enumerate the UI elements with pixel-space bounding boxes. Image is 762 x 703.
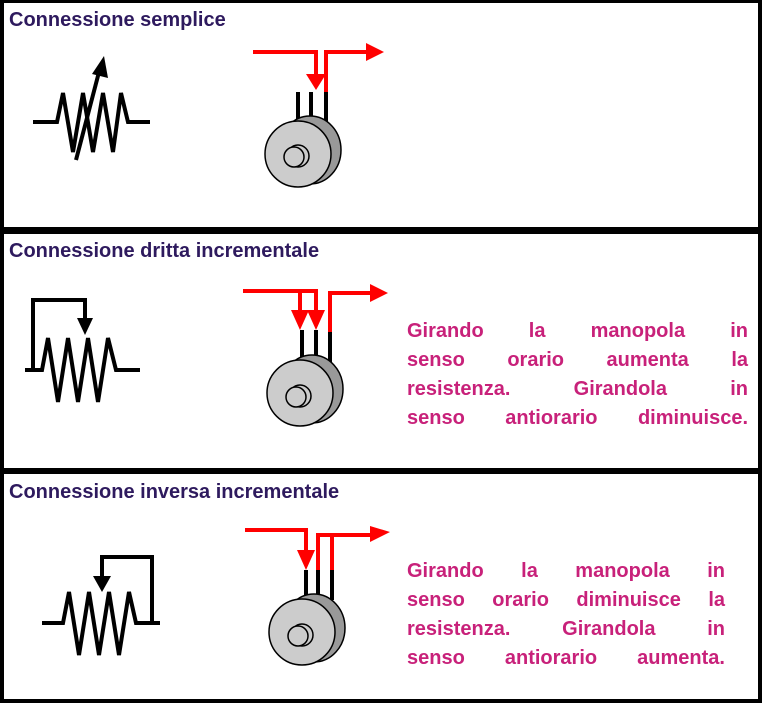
description-line: resistenza. Girandola in [407, 378, 748, 400]
potentiometer-3 [245, 526, 390, 666]
description-line: Girando la manopola in [407, 560, 725, 582]
current-arrows [253, 50, 368, 92]
description-line: resistenza. Girandola in [407, 618, 725, 640]
potentiometer-2 [243, 284, 388, 427]
description-line: Girando la manopola in [407, 320, 748, 342]
description-line: senso antiorario diminuisce. [407, 407, 748, 429]
panel-inverse-incremental: Connessione inversa incrementale Girando… [4, 474, 758, 699]
description-line: senso orario aumenta la [407, 349, 748, 371]
variable-resistor-symbol [33, 56, 150, 161]
panel-simple-connection: Connessione semplice [4, 3, 758, 227]
rheostat-symbol-direct [25, 298, 140, 403]
panel-description: Girando la manopola in senso orario dimi… [407, 557, 725, 673]
potentiometer-1 [253, 43, 384, 188]
rheostat-symbol-inverse [42, 555, 160, 656]
panel-description: Girando la manopola in senso orario aume… [407, 317, 748, 433]
description-line: senso antiorario aumenta. [407, 647, 725, 669]
panel-title: Connessione semplice [9, 9, 226, 31]
panel-straight-incremental: Connessione dritta incrementale Girando … [4, 234, 758, 468]
panel-title: Connessione dritta incrementale [9, 240, 320, 262]
description-line: senso orario diminuisce la [407, 589, 725, 611]
panel-title: Connessione inversa incrementale [9, 481, 340, 503]
